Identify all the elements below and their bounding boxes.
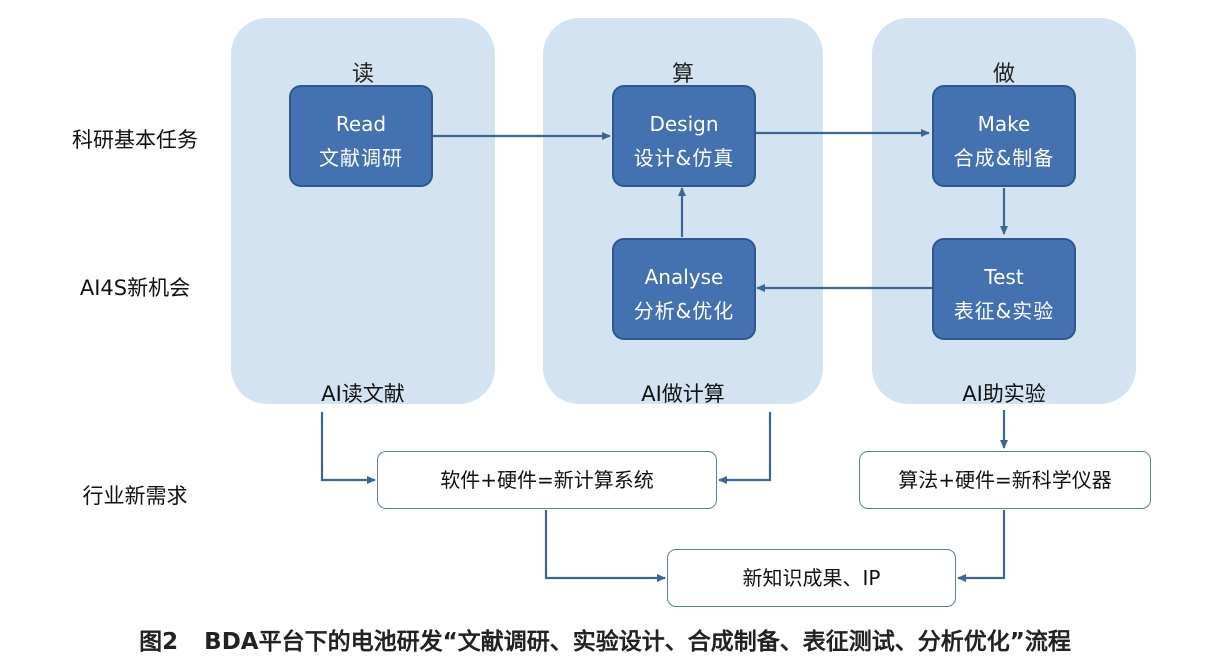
arrow-compute-system-to-ip — [544, 510, 666, 582]
task-test-en: Test — [984, 265, 1024, 289]
panel-do-footer: AI助实验 — [962, 382, 1046, 406]
arrow-read-to-compute-system — [320, 412, 376, 484]
task-test: Test 表征&实验 — [932, 238, 1076, 340]
panel-read: 读 AI读文献 — [231, 18, 495, 406]
task-make-en: Make — [977, 112, 1031, 136]
output-compute-system: 软件+硬件=新计算系统 — [377, 451, 717, 509]
task-design-zh: 设计&仿真 — [633, 146, 735, 170]
arrow-instrument-to-ip — [957, 510, 1006, 582]
task-analyse-en: Analyse — [644, 265, 724, 289]
task-read: Read 文献调研 — [289, 85, 433, 187]
panel-read-footer: AI读文献 — [321, 382, 405, 406]
figure-caption-label: 图2 — [139, 629, 179, 655]
row-label-tasks: 科研基本任务 — [72, 128, 198, 152]
task-design-en: Design — [649, 112, 719, 136]
panel-read-title: 读 — [351, 62, 374, 87]
panel-compute-title: 算 — [671, 62, 694, 87]
task-read-zh: 文献调研 — [319, 146, 403, 170]
task-test-zh: 表征&实验 — [953, 299, 1055, 323]
task-analyse-zh: 分析&优化 — [633, 299, 735, 323]
panel-compute-footer: AI做计算 — [641, 382, 725, 406]
task-analyse: Analyse 分析&优化 — [612, 238, 756, 340]
task-design: Design 设计&仿真 — [612, 85, 756, 187]
output-science-instrument: 算法+硬件=新科学仪器 — [859, 451, 1151, 509]
figure-caption: 图2 BDA平台下的电池研发“文献调研、实验设计、合成制备、表征测试、分析优化”流… — [0, 622, 1210, 656]
row-label-opportunities: AI4S新机会 — [79, 276, 191, 300]
figure-caption-text: BDA平台下的电池研发“文献调研、实验设计、合成制备、表征测试、分析优化”流程 — [204, 629, 1071, 655]
task-make: Make 合成&制备 — [932, 85, 1076, 187]
row-label-demands: 行业新需求 — [82, 484, 188, 508]
task-read-en: Read — [335, 112, 387, 136]
task-make-zh: 合成&制备 — [953, 146, 1055, 170]
panel-do-title: 做 — [992, 62, 1015, 87]
arrow-compute-to-compute-system — [718, 412, 772, 484]
output-ip: 新知识成果、IP — [667, 549, 956, 607]
